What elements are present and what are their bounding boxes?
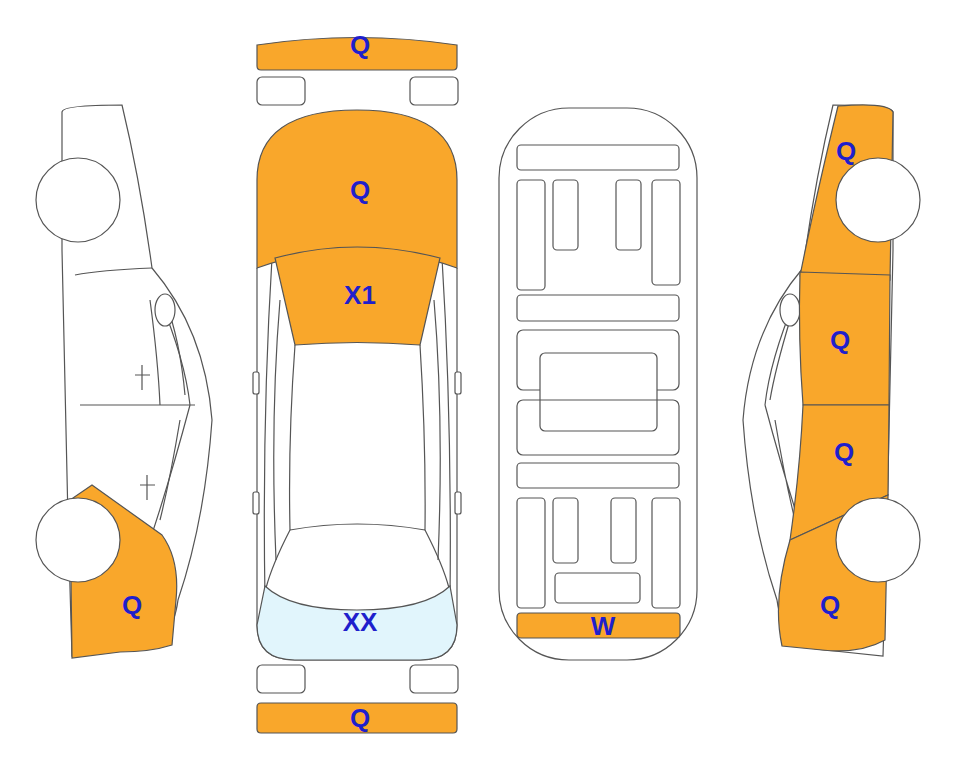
panel-fill (799, 272, 890, 405)
damage-code: Q (350, 705, 370, 731)
damage-code: XX (343, 609, 378, 635)
lamp (410, 77, 458, 105)
lamp (410, 665, 458, 693)
wheel (36, 498, 120, 582)
wheel (36, 158, 120, 242)
damage-code: Q (836, 138, 856, 164)
damage-code: Q (350, 177, 370, 203)
damage-code: Q (350, 32, 370, 58)
panel-fill (257, 703, 457, 733)
damage-code: X1 (344, 282, 376, 308)
rear-window-panel: XX (255, 583, 460, 662)
mirror (253, 372, 259, 394)
mirror (155, 294, 175, 326)
lamp (257, 665, 305, 693)
damage-code: W (591, 613, 616, 639)
body-line (266, 530, 449, 588)
rear-bumper-panel: Q (255, 701, 460, 735)
damage-code: Q (820, 592, 840, 618)
handle (455, 492, 461, 514)
hood-panel: Q (255, 108, 460, 270)
wheel (836, 498, 920, 582)
underbody-parts (517, 145, 680, 608)
mirror (780, 294, 800, 326)
panel-fill (257, 110, 457, 268)
panel-fill (257, 586, 457, 660)
damage-code: Q (122, 592, 142, 618)
underbody-outline (499, 108, 697, 660)
panel-shape (66, 483, 182, 661)
door-handle (135, 365, 155, 500)
rear-quarter-panel: Q (772, 492, 892, 660)
windshield-panel: X1 (270, 232, 445, 347)
handle (253, 492, 259, 514)
rear-quarter-panel: Q (66, 483, 182, 661)
front-fender-panel: Q (795, 100, 895, 282)
panel-fill (275, 247, 440, 345)
lamp (257, 77, 305, 105)
roof-outline (290, 345, 426, 530)
damage-code: Q (834, 439, 854, 465)
mirror (455, 372, 461, 394)
wheel (836, 158, 920, 242)
front-door-panel: Q (798, 268, 892, 408)
front-bumper-panel: Q (255, 35, 460, 72)
damage-code: Q (830, 327, 850, 353)
panel-fill (517, 613, 680, 638)
panel-shape (772, 492, 892, 660)
panel-shape (795, 100, 895, 282)
underbody-rear-panel: W (515, 611, 682, 640)
window-line (160, 300, 185, 520)
